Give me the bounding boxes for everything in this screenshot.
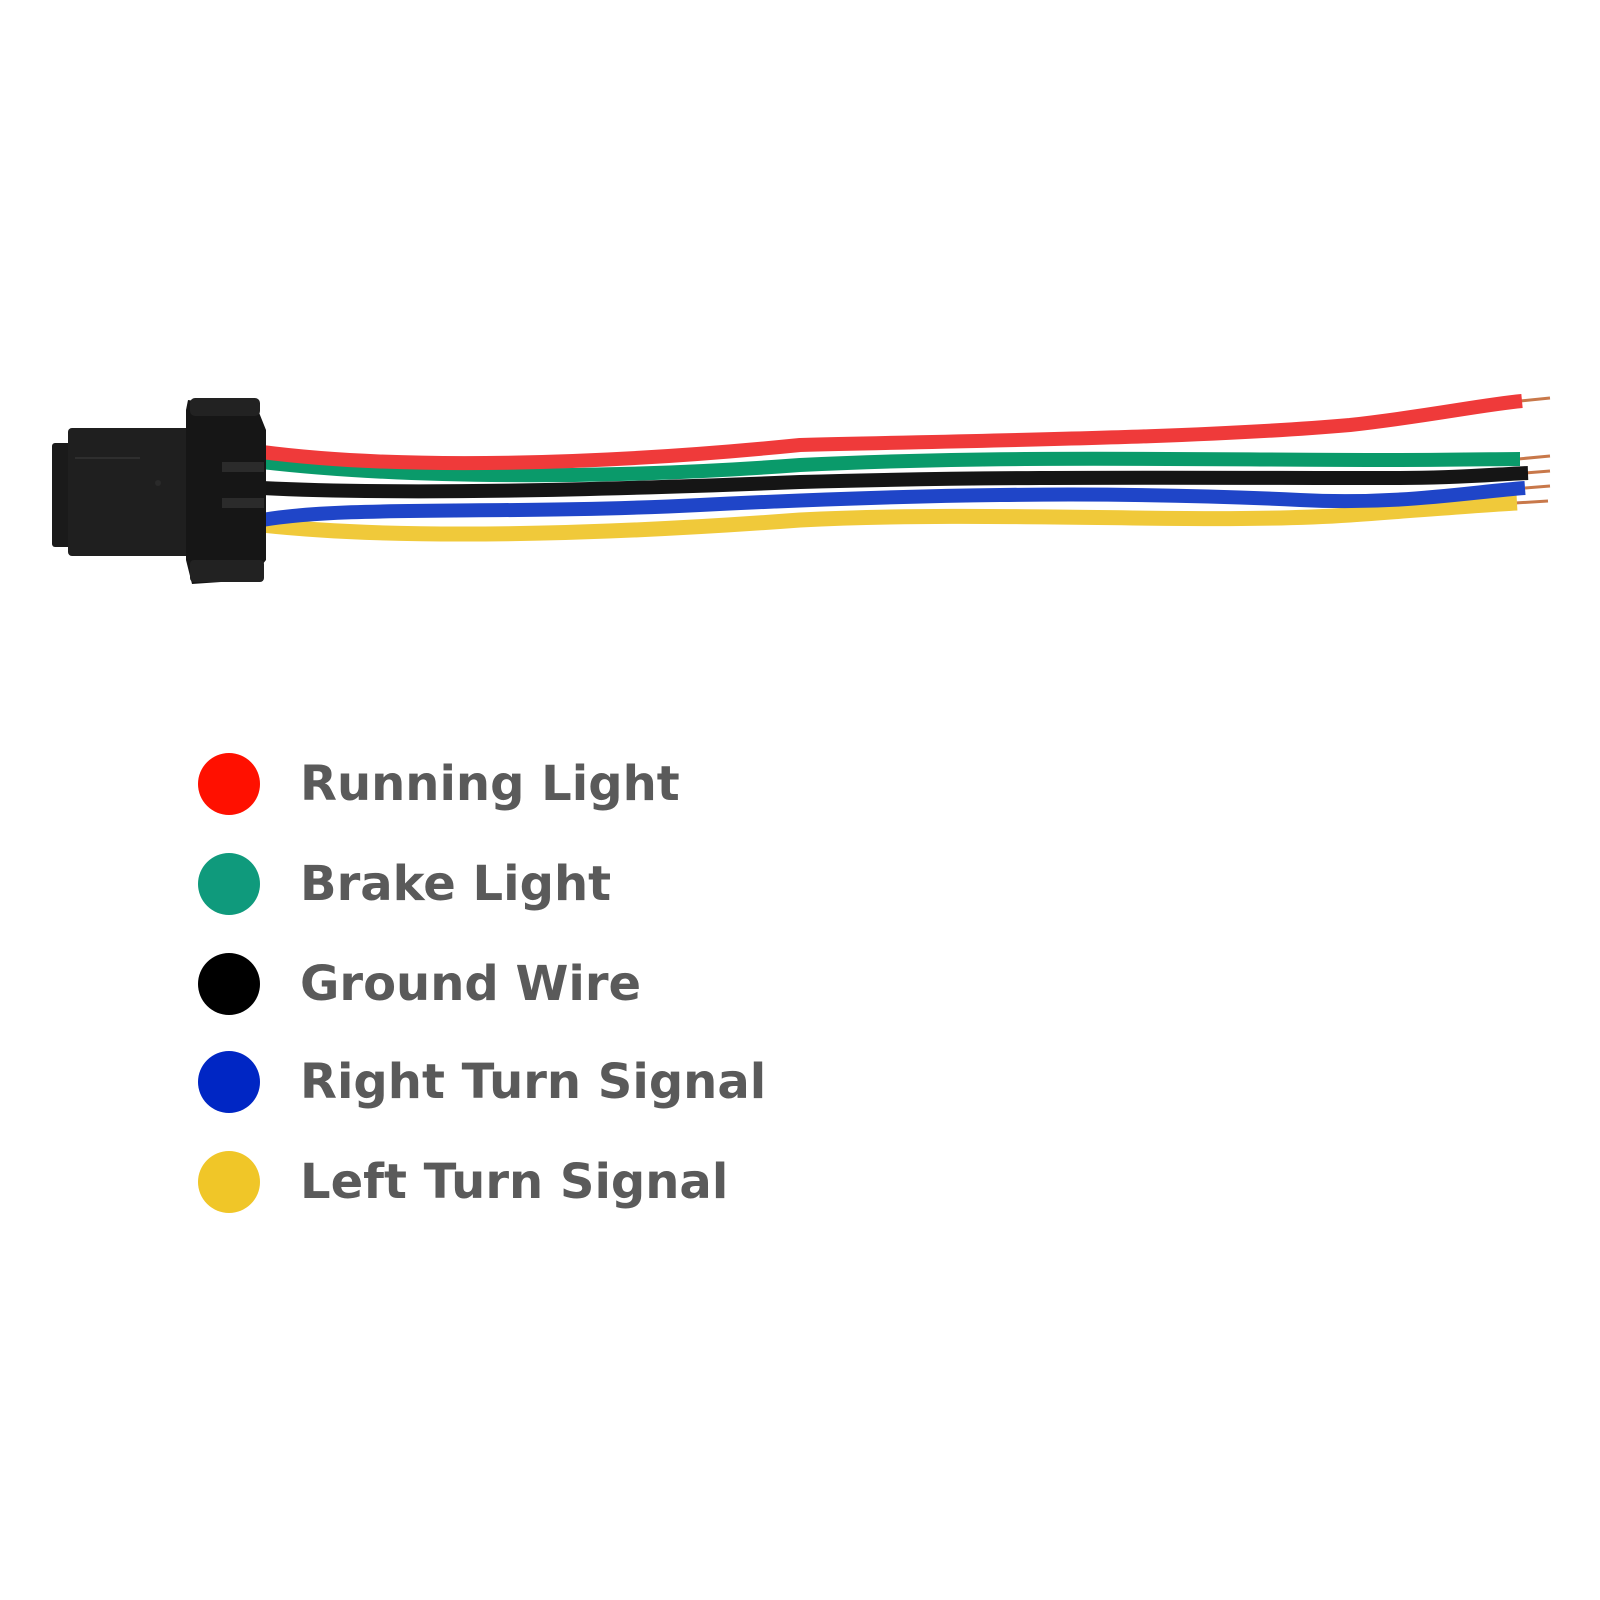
legend-item-right-turn-signal: Right Turn Signal <box>198 1050 766 1114</box>
wire-harness-illustration <box>52 394 1551 584</box>
legend-label: Right Turn Signal <box>300 1054 767 1110</box>
wire-yellow <box>261 495 1518 542</box>
wire-green <box>261 451 1521 483</box>
legend-label: Brake Light <box>300 856 612 912</box>
legend-item-running-light: Running Light <box>198 752 680 816</box>
wire-red <box>261 394 1523 471</box>
legend-label: Ground Wire <box>300 956 642 1012</box>
wires <box>260 394 1529 542</box>
legend-label: Left Turn Signal <box>300 1154 729 1210</box>
black-dot-icon <box>198 953 260 1015</box>
red-dot-icon <box>198 753 260 815</box>
legend-item-left-turn-signal: Left Turn Signal <box>198 1150 728 1214</box>
yellow-dot-icon <box>198 1151 260 1213</box>
wire-blue <box>260 481 1526 527</box>
wire-black <box>261 466 1529 499</box>
green-dot-icon <box>198 853 260 915</box>
legend-item-brake-light: Brake Light <box>198 852 611 916</box>
copper-tips <box>1514 396 1551 505</box>
legend-item-ground-wire: Ground Wire <box>198 952 641 1016</box>
blue-dot-icon <box>198 1051 260 1113</box>
legend-label: Running Light <box>300 756 680 812</box>
connector <box>52 398 266 584</box>
